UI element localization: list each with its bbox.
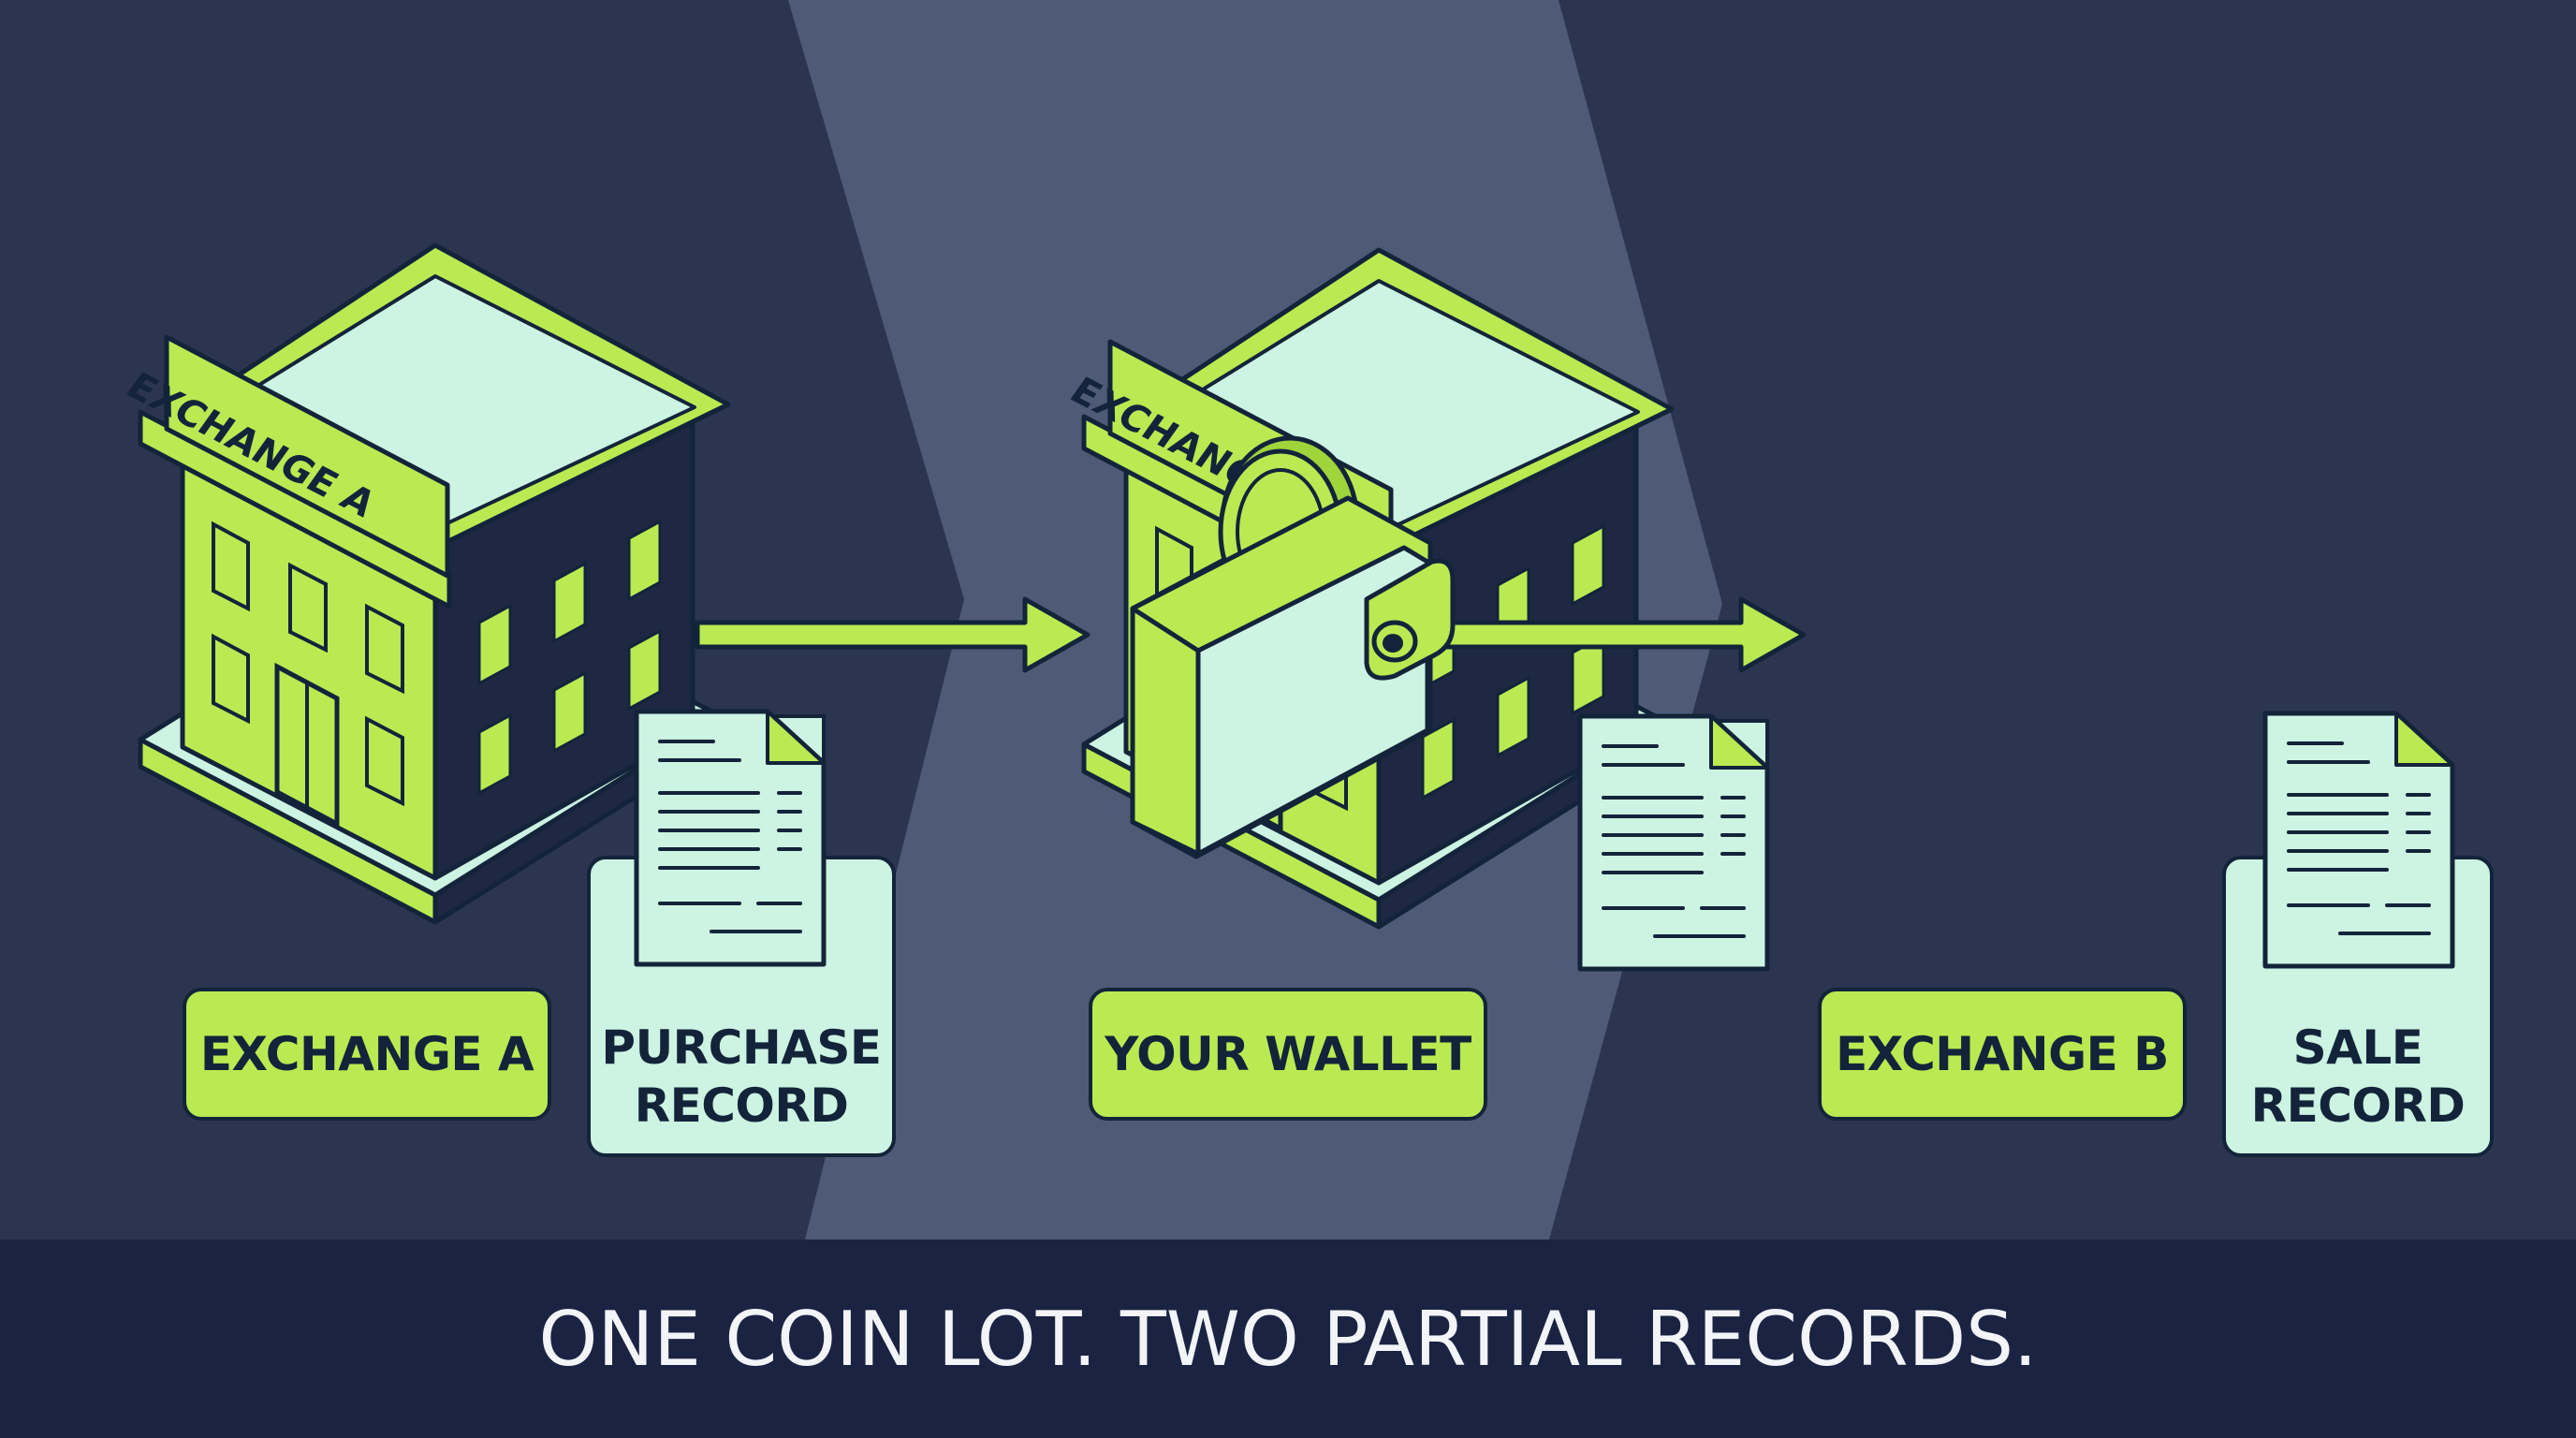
exchange-b-label: EXCHANGE B <box>1818 988 2187 1121</box>
purchase-record-label-line1: PURCHASE <box>601 1020 882 1075</box>
wallet-icon <box>1130 435 1456 859</box>
sale-record-label-line2: RECORD <box>2250 1078 2466 1133</box>
purchase-record-label-line2: RECORD <box>634 1078 849 1133</box>
sale-document-icon <box>2262 711 2455 969</box>
caption-text: ONE COIN LOT. TWO PARTIAL RECORDS. <box>538 1295 2038 1383</box>
sale-record-label-line1: SALE <box>2292 1020 2423 1075</box>
exchange-a-label: EXCHANGE A <box>183 988 551 1121</box>
wallet-clasp-icon <box>1364 558 1456 681</box>
caption-bar: ONE COIN LOT. TWO PARTIAL RECORDS. <box>0 1240 2576 1438</box>
arrow-right-icon <box>1439 596 1807 673</box>
your-wallet-label: YOUR WALLET <box>1089 988 1487 1121</box>
purchase-document-icon <box>634 709 827 967</box>
arrow-right-icon <box>695 596 1090 673</box>
